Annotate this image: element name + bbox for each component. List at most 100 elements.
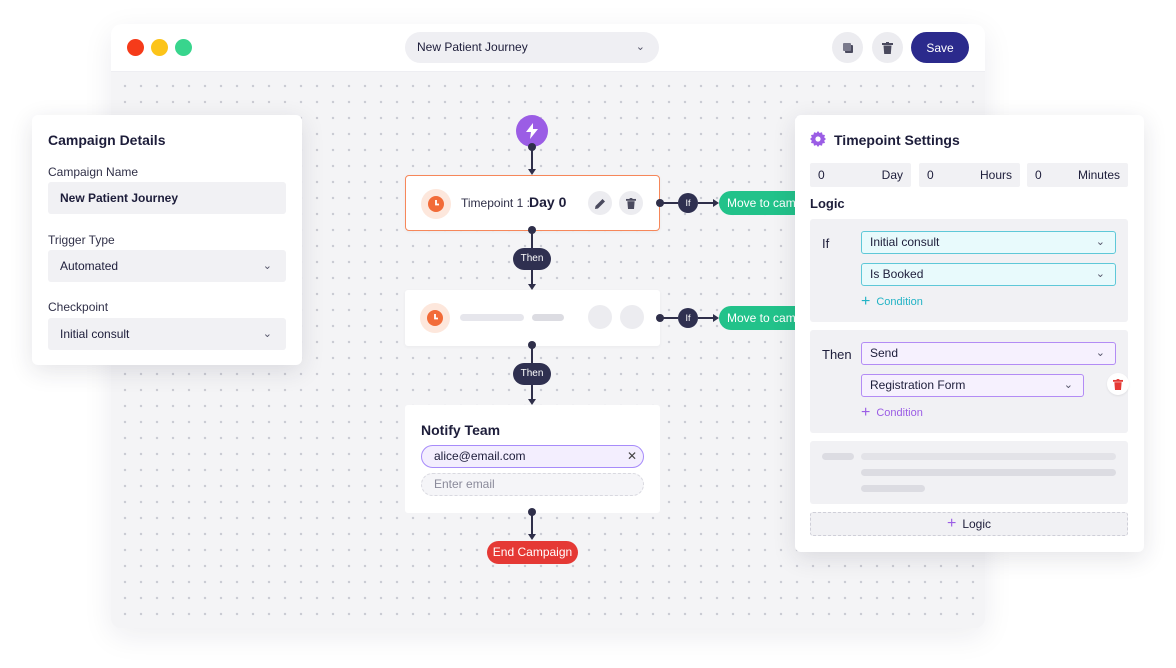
trash-icon [1113, 378, 1123, 390]
close-window-button[interactable] [127, 39, 144, 56]
arrow-down-icon [528, 284, 536, 290]
if-condition-value: Initial consult [870, 235, 940, 249]
plus-icon: + [861, 293, 871, 310]
add-condition-label: Condition [876, 296, 923, 308]
add-condition-button[interactable]: + Condition [861, 404, 923, 421]
minimize-window-button[interactable] [151, 39, 168, 56]
connector-dot [528, 226, 536, 234]
email-chip-value: alice@email.com [434, 449, 526, 463]
placeholder-bar [532, 314, 564, 321]
timepoint-settings-panel: Timepoint Settings 0 Day 0 Hours 0 Minut… [795, 115, 1144, 552]
arrow-down-icon [528, 399, 536, 405]
email-chip[interactable]: alice@email.com ✕ [421, 445, 644, 468]
add-logic-button[interactable]: + Logic [810, 512, 1128, 536]
clock-icon [428, 196, 444, 212]
edit-timepoint-button[interactable] [588, 191, 612, 215]
chevron-down-icon: ⌄ [635, 41, 645, 53]
connector-dot [528, 508, 536, 516]
if-state-select[interactable]: Is Booked ⌄ [861, 263, 1116, 286]
placeholder-bar [861, 453, 1116, 460]
placeholder-block [810, 441, 1128, 504]
day-unit: Day [881, 168, 903, 182]
day-value: 0 [818, 168, 825, 182]
remove-email-icon[interactable]: ✕ [626, 449, 637, 463]
placeholder-bar [822, 453, 854, 460]
campaign-name-input[interactable]: New Patient Journey [48, 182, 286, 214]
if-badge: If [678, 193, 698, 213]
chevron-down-icon: ⌄ [262, 260, 272, 272]
delete-action-button[interactable] [1107, 373, 1129, 395]
timepoint-node[interactable]: Timepoint 1 : Day 0 [405, 175, 660, 231]
connector-line [531, 513, 533, 535]
if-condition-select[interactable]: Initial consult ⌄ [861, 231, 1116, 254]
hours-value: 0 [927, 168, 934, 182]
checkpoint-select[interactable]: Initial consult ⌄ [48, 318, 286, 350]
then-label: Then [822, 347, 852, 362]
trigger-type-value: Automated [60, 259, 119, 273]
move-to-campaign-button[interactable]: Move to campaign [719, 306, 795, 330]
save-button[interactable]: Save [911, 32, 969, 63]
then-action-value: Send [870, 346, 899, 360]
placeholder-bar [861, 485, 925, 492]
timepoint-label: Timepoint 1 : [461, 196, 530, 210]
plus-icon: + [946, 515, 957, 532]
trigger-type-select[interactable]: Automated ⌄ [48, 250, 286, 282]
chevron-down-icon: ⌄ [1095, 268, 1105, 280]
hours-input[interactable]: 0 Hours [919, 163, 1020, 187]
then-block: Then Send ⌄ Registration Form ⌄ + Condit… [810, 330, 1129, 433]
timepoint-day: Day 0 [529, 194, 567, 210]
maximize-window-button[interactable] [175, 39, 192, 56]
connector-line [531, 385, 533, 399]
trigger-type-label: Trigger Type [48, 233, 115, 247]
clock-icon [427, 310, 443, 326]
branch-line [660, 317, 678, 319]
placeholder-bar [861, 469, 1116, 476]
minutes-input[interactable]: 0 Minutes [1027, 163, 1128, 187]
lightning-icon [526, 123, 538, 139]
minutes-unit: Minutes [1077, 168, 1120, 182]
delete-timepoint-button[interactable] [619, 191, 643, 215]
campaign-details-panel: Campaign Details Campaign Name New Patie… [32, 115, 302, 365]
duplicate-button[interactable] [832, 32, 863, 63]
placeholder-button [588, 305, 612, 329]
minutes-value: 0 [1035, 168, 1042, 182]
journey-select[interactable]: New Patient Journey ⌄ [405, 32, 659, 63]
arrow-down-icon [528, 534, 536, 540]
arrow-right-icon [713, 199, 719, 207]
then-form-select[interactable]: Registration Form ⌄ [861, 374, 1084, 397]
chevron-down-icon: ⌄ [1095, 236, 1105, 248]
then-action-select[interactable]: Send ⌄ [861, 342, 1116, 365]
notify-team-title: Notify Team [421, 422, 501, 438]
then-badge: Then [513, 248, 551, 270]
plus-icon: + [861, 404, 871, 421]
then-badge: Then [513, 363, 551, 385]
branch-line [698, 317, 714, 319]
trigger-node[interactable] [516, 115, 548, 147]
add-condition-label: Condition [876, 407, 923, 419]
day-input[interactable]: 0 Day [810, 163, 911, 187]
if-badge: If [678, 308, 698, 328]
branch-line [698, 202, 714, 204]
branch-line [660, 202, 678, 204]
arrow-down-icon [528, 169, 536, 175]
placeholder-button [620, 305, 644, 329]
clock-badge [420, 303, 450, 333]
connector-line [531, 147, 533, 169]
connector-line [531, 270, 533, 284]
email-input[interactable]: Enter email [421, 473, 644, 496]
clock-badge [421, 189, 451, 219]
copy-icon [842, 42, 853, 53]
add-condition-button[interactable]: + Condition [861, 293, 923, 310]
logic-title: Logic [810, 196, 845, 211]
timepoint-node-placeholder[interactable] [405, 290, 660, 346]
delete-button[interactable] [872, 32, 903, 63]
then-form-value: Registration Form [870, 378, 966, 392]
connector-dot [528, 143, 536, 151]
panel-title: Campaign Details [48, 132, 166, 148]
end-campaign-node[interactable]: End Campaign [487, 541, 578, 564]
placeholder-bar [460, 314, 524, 321]
connector-line [531, 231, 533, 249]
notify-team-node[interactable]: Notify Team alice@email.com ✕ Enter emai… [405, 405, 660, 513]
arrow-right-icon [713, 314, 719, 322]
chevron-down-icon: ⌄ [1063, 379, 1073, 391]
